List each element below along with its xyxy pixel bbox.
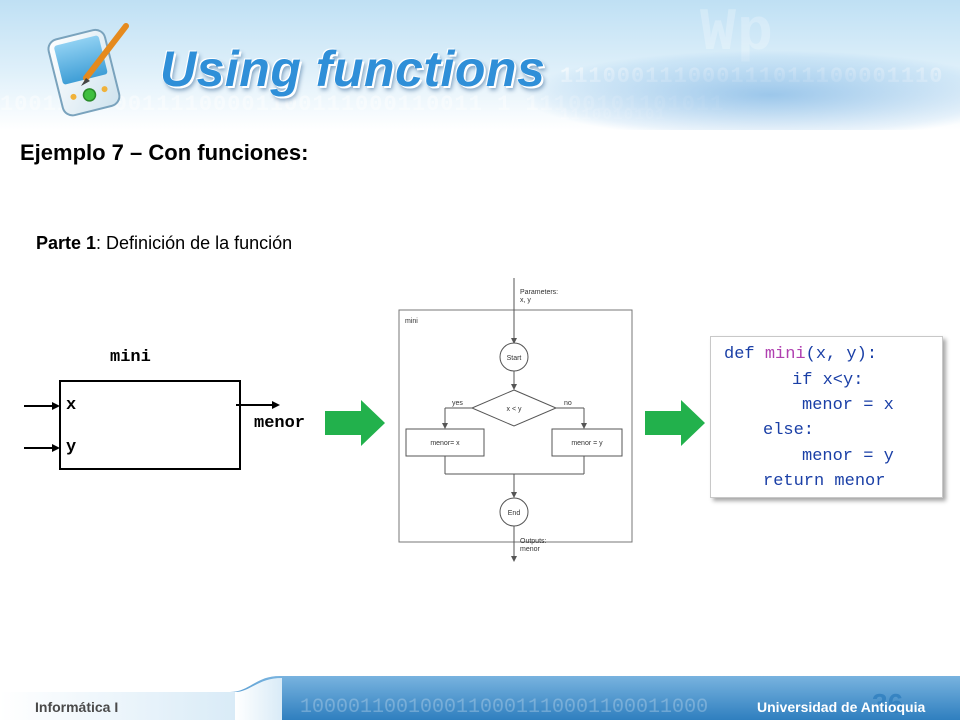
code-line-4: else:: [763, 421, 815, 440]
code-line-2: if x<y:: [792, 371, 863, 390]
slide-title: Using functions: [160, 41, 546, 97]
code-text: (x, y):: [805, 345, 878, 364]
flowchart-start-label: Start: [507, 355, 522, 362]
part-description: : Definición de la función: [96, 233, 293, 253]
footer-background: 1000011001000110001110001100011000: [0, 672, 960, 720]
flowchart-end-label: End: [508, 510, 521, 517]
output-arrow: [236, 401, 280, 409]
code-keyword: def: [724, 345, 765, 364]
flowchart: mini Parameters: x, y Start x < y yes no…: [398, 278, 633, 562]
flowchart-params-value: x, y: [520, 297, 531, 304]
flowchart-outputs-label: Outputs:: [520, 538, 547, 545]
page-number: 36: [872, 688, 904, 719]
block-name-label: mini: [110, 348, 151, 367]
flowchart-yes-label: yes: [452, 400, 463, 407]
flowchart-no-label: no: [564, 400, 572, 407]
code-line-6: return menor: [763, 472, 885, 491]
code-keyword: if: [792, 371, 823, 390]
code-keyword: return: [763, 472, 835, 491]
function-block: [59, 380, 241, 470]
flowchart-assign-y-box: [551, 428, 623, 457]
flowchart-assign-y-label: menor = y: [571, 440, 603, 447]
part-subheading: Parte 1: Definición de la función: [36, 233, 292, 254]
code-text: x<y:: [822, 371, 864, 390]
input-arrowhead-y: [52, 444, 60, 452]
output-label: menor: [254, 414, 306, 433]
footer: 1000011001000110001110001100011000 Infor…: [0, 672, 960, 720]
input-x-label: x: [66, 396, 77, 415]
footer-course: Informática I: [35, 699, 119, 715]
flowchart-assign-x-box: [405, 428, 485, 457]
flowchart-condition-label: x < y: [507, 406, 522, 413]
header-banner: 111000111000111011100001110 100111100011…: [0, 0, 960, 130]
green-arrow-right-icon: [325, 400, 385, 446]
flowchart-frame-label: mini: [405, 318, 418, 325]
flowchart-params-label: Parameters:: [520, 289, 558, 296]
green-arrow-right-icon: [645, 400, 705, 446]
code-block: def mini(x, y): if x<y: menor = x else: …: [710, 336, 943, 498]
code-line-5: menor = y: [802, 447, 894, 466]
flowchart-decision-node: [470, 389, 558, 427]
pda-logo-icon: [47, 23, 129, 117]
flowchart-assign-x-label: menor= x: [430, 440, 460, 447]
part-label: Parte 1: [36, 233, 97, 253]
code-function-name: mini: [764, 345, 806, 364]
flowchart-outputs-value: menor: [520, 546, 541, 553]
code-text: menor: [834, 472, 886, 491]
banner-swoosh: [520, 50, 960, 130]
svg-text:100001100100011000111000110001: 1000011001000110001110001100011000: [300, 696, 708, 719]
input-arrowhead-x: [52, 402, 60, 410]
code-line-3: menor = x: [802, 396, 894, 415]
code-line-1: def mini(x, y):: [724, 345, 877, 364]
input-arrows: [24, 402, 60, 452]
footer-university: Universidad de Antioquia: [757, 699, 926, 715]
input-y-label: y: [66, 438, 77, 457]
section-heading: Ejemplo 7 – Con funciones:: [20, 140, 309, 165]
